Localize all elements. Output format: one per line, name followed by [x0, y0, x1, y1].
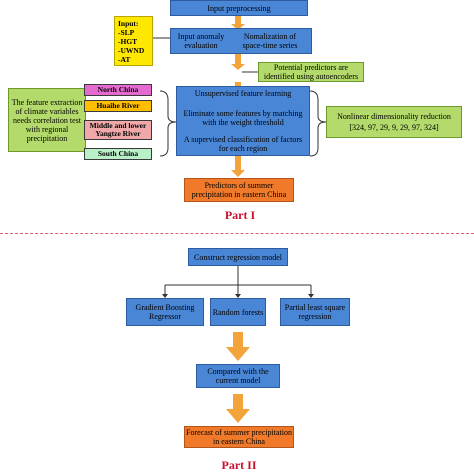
right-bracket	[309, 90, 327, 157]
feature-extraction-box: The feature extraction of climate variab…	[8, 88, 86, 152]
unsupervised-learning-box: Unsupervised feature learning Eliminate …	[176, 86, 310, 156]
region-yangtze-river-label: Middle and lower Yangtze River	[89, 121, 147, 138]
arrow-head-4	[231, 170, 245, 177]
input-item-hgt: -HGT	[118, 36, 138, 46]
split-mid-head	[235, 294, 241, 298]
gbr-label: Gradient Boosting Regressor	[135, 303, 195, 321]
region-huaihe-river: Huaihe River	[84, 100, 152, 112]
split-left-head	[162, 294, 168, 298]
construct-regression-label: Construct regression model	[194, 252, 282, 262]
compared-box: Compared with the current model	[196, 364, 280, 388]
gbr-box: Gradient Boosting Regressor	[126, 298, 204, 326]
input-item-at: -AT	[118, 54, 131, 64]
region-huaihe-river-label: Huaihe River	[96, 101, 140, 110]
region-yangtze-river: Middle and lower Yangtze River	[84, 120, 152, 140]
potential-predictors-box: Potential predictors are identified usin…	[258, 62, 364, 82]
arrow-head-6	[226, 409, 250, 423]
split-right-head	[308, 294, 314, 298]
nonlinear-title: Nonlinear dimensionality reduction	[337, 112, 451, 121]
pls-box: Partial least square regression	[280, 298, 350, 326]
anomaly-evaluation-label: Input anomaly evaluation	[177, 32, 225, 50]
input-preprocessing-label: Input preprocessing	[207, 3, 271, 13]
nonlinear-values: [324, 97, 29, 9, 29, 97, 324]	[349, 123, 439, 132]
predictors-box: Predictors of summer precipitation in ea…	[184, 178, 294, 202]
arrow-head-5	[226, 347, 250, 361]
eliminate-label: Eliminate some features by matching with…	[183, 108, 303, 127]
normalization-label: Nomalization of space-time series	[242, 32, 298, 50]
random-forests-label: Random forests	[212, 307, 264, 317]
input-variables-box: Input: -SLP -HGT -UWND -AT	[114, 16, 153, 66]
section-divider	[0, 233, 474, 234]
part-one-label: Part I	[224, 208, 256, 222]
random-forests-box: Random forests	[210, 298, 266, 326]
region-south-china-label: South China	[97, 149, 139, 158]
part-two-label: Part II	[221, 458, 257, 472]
left-bracket	[159, 90, 177, 157]
forecast-label: Forecast of summer precipitation in east…	[186, 428, 292, 446]
input-preprocessing-box: Input preprocessing	[170, 0, 308, 16]
nonlinear-reduction-box: Nonlinear dimensionality reduction [324,…	[326, 106, 462, 138]
arrow-shaft-1	[235, 14, 241, 26]
input-item-slp: -SLP	[118, 27, 135, 37]
compared-label: Compared with the current model	[207, 367, 269, 385]
forecast-box: Forecast of summer precipitation in east…	[184, 426, 294, 448]
construct-regression-box: Construct regression model	[188, 248, 288, 266]
region-north-china-label: North China	[97, 85, 139, 94]
region-north-china: North China	[84, 84, 152, 96]
unsupervised-label: Unsupervised feature learning	[194, 89, 292, 98]
pls-label: Partial least square regression	[284, 303, 346, 321]
input-item-uwnd: -UWND	[118, 45, 145, 55]
anomaly-normalization-box: Input anomaly evaluation Nomalization of…	[170, 28, 312, 54]
arrow-head-2	[231, 64, 245, 70]
supervised-label: A supervised classification of factors f…	[183, 135, 303, 153]
arrow-shaft-2	[235, 52, 241, 66]
arrow-shaft-3	[235, 82, 241, 86]
region-south-china: South China	[84, 148, 152, 160]
arrow-shaft-5	[233, 332, 243, 348]
arrow-head-1	[231, 24, 245, 30]
predictors-label: Predictors of summer precipitation in ea…	[191, 181, 287, 199]
potential-predictors-label: Potential predictors are identified usin…	[263, 63, 359, 81]
arrow-shaft-4	[235, 155, 241, 171]
input-title: Input:	[118, 18, 139, 28]
arrow-shaft-6	[233, 394, 243, 410]
feature-extraction-label: The feature extraction of climate variab…	[11, 97, 83, 143]
